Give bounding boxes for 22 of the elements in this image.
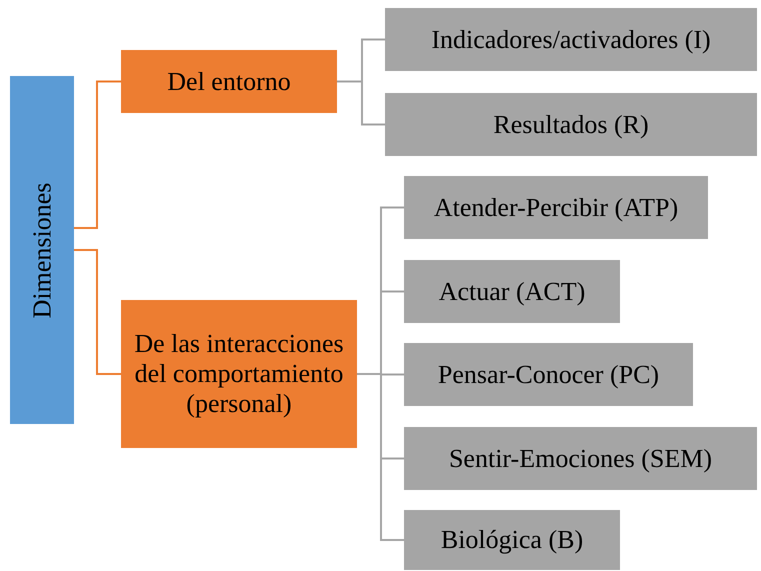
box-label: Indicadores/activadores (I) (430, 24, 712, 54)
connector-line (74, 80, 121, 229)
box-label: Sentir-Emociones (SEM) (448, 444, 714, 474)
box-label: Pensar-Conocer (PC) (436, 360, 660, 390)
text-box (404, 510, 620, 570)
text-box (404, 427, 757, 490)
text-box (385, 93, 757, 156)
box-label: Actuar (ACT) (438, 276, 586, 306)
text-box (385, 8, 757, 71)
box-label: Resultados (R) (492, 110, 650, 140)
text-box (404, 260, 620, 323)
box-label: Dimensiones (26, 182, 58, 318)
box-label: Del entorno (166, 66, 292, 96)
text-box (10, 76, 74, 424)
text-box (121, 50, 337, 113)
text-box (121, 300, 357, 448)
text-box (404, 343, 693, 406)
box-label: De las interacciones del comportamiento (personal) (133, 329, 345, 419)
text-box (404, 176, 708, 239)
box-label: Biológica (B) (440, 525, 584, 555)
connector-line (74, 249, 121, 375)
box-label: Atender-Percibir (ATP) (432, 192, 680, 222)
